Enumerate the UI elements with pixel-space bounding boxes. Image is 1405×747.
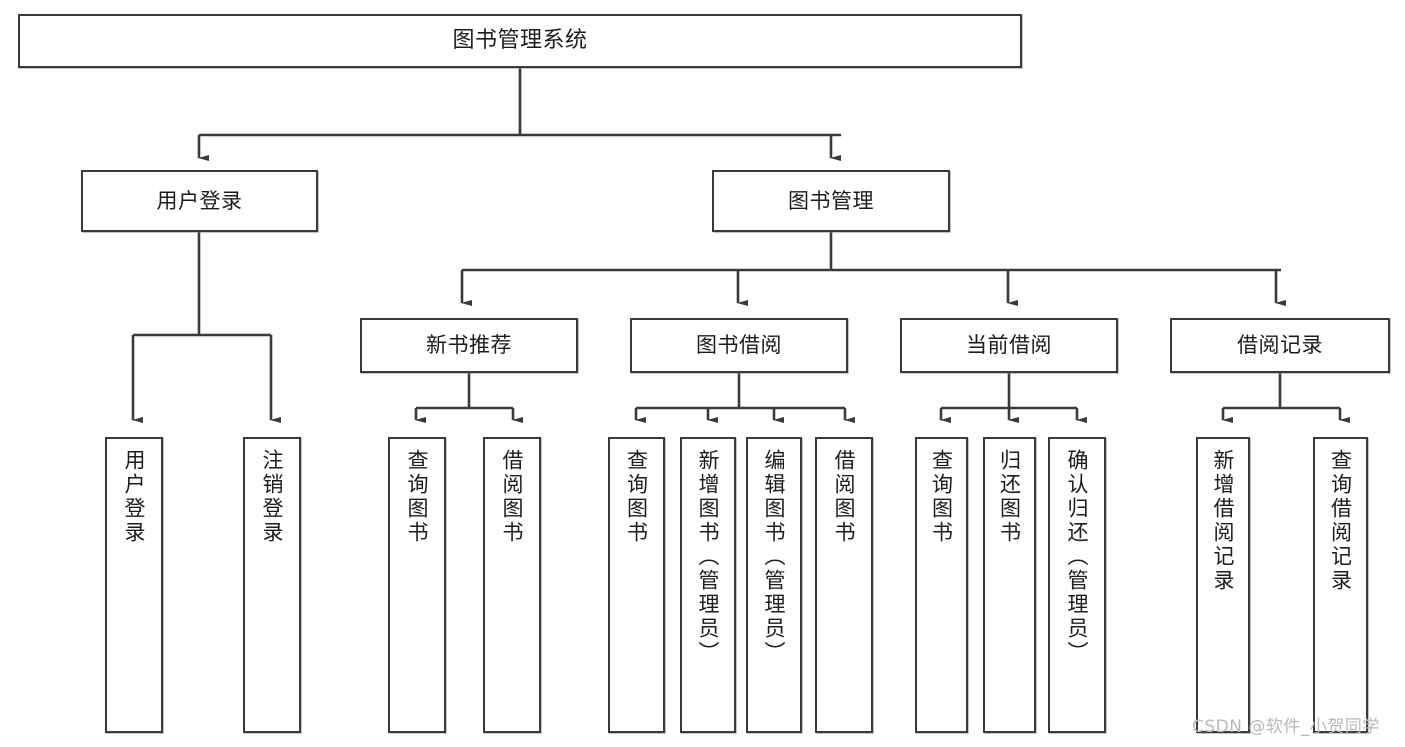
leaf-query-book-borrow[interactable]: 查询图书 xyxy=(608,437,665,733)
leaf-borrow-book-recommend[interactable]: 借阅图书 xyxy=(483,437,541,733)
leaf-user-login[interactable]: 用户登录 xyxy=(105,437,163,733)
leaf-edit-book-admin-label: 编辑图书（管理员） xyxy=(762,449,787,665)
watermark: CSDN @软件_小贺同学 xyxy=(1192,717,1380,737)
leaf-query-book-current[interactable]: 查询图书 xyxy=(915,437,968,733)
leaf-query-book-current-label: 查询图书 xyxy=(929,449,954,545)
leaf-return-book-label: 归还图书 xyxy=(997,449,1022,545)
leaf-add-book-admin[interactable]: 新增图书（管理员） xyxy=(680,437,736,733)
leaf-confirm-return-admin-label: 确认归还（管理员） xyxy=(1065,449,1090,665)
leaf-user-login-label: 用户登录 xyxy=(122,449,147,545)
node-borrow-record[interactable]: 借阅记录 xyxy=(1170,318,1390,373)
node-current-borrow-label: 当前借阅 xyxy=(966,333,1052,358)
node-book-management[interactable]: 图书管理 xyxy=(712,170,950,232)
leaf-query-book-recommend-label: 查询图书 xyxy=(405,449,430,545)
node-user-login[interactable]: 用户登录 xyxy=(81,170,318,232)
leaf-confirm-return-admin[interactable]: 确认归还（管理员） xyxy=(1048,437,1106,733)
node-root-label: 图书管理系统 xyxy=(452,28,588,54)
node-new-book-recommend[interactable]: 新书推荐 xyxy=(360,318,578,373)
node-new-book-recommend-label: 新书推荐 xyxy=(426,333,512,358)
leaf-query-book-borrow-label: 查询图书 xyxy=(624,449,649,545)
leaf-logout[interactable]: 注销登录 xyxy=(243,437,301,733)
leaf-borrow-book-label: 借阅图书 xyxy=(832,449,857,545)
leaf-borrow-book[interactable]: 借阅图书 xyxy=(815,437,873,733)
node-current-borrow[interactable]: 当前借阅 xyxy=(900,318,1118,373)
leaf-query-borrow-record[interactable]: 查询借阅记录 xyxy=(1313,437,1368,733)
leaf-add-book-admin-label: 新增图书（管理员） xyxy=(696,449,721,665)
leaf-add-borrow-record-label: 新增借阅记录 xyxy=(1211,449,1236,593)
node-borrow-record-label: 借阅记录 xyxy=(1237,333,1323,358)
node-root[interactable]: 图书管理系统 xyxy=(18,14,1022,68)
node-book-management-label: 图书管理 xyxy=(788,188,874,213)
node-user-login-label: 用户登录 xyxy=(156,188,243,213)
leaf-logout-label: 注销登录 xyxy=(260,449,285,545)
leaf-add-borrow-record[interactable]: 新增借阅记录 xyxy=(1196,437,1250,733)
node-book-borrow[interactable]: 图书借阅 xyxy=(630,318,848,373)
node-book-borrow-label: 图书借阅 xyxy=(696,333,782,358)
leaf-borrow-book-recommend-label: 借阅图书 xyxy=(500,449,525,545)
leaf-edit-book-admin[interactable]: 编辑图书（管理员） xyxy=(746,437,802,733)
leaf-query-book-recommend[interactable]: 查询图书 xyxy=(388,437,446,733)
leaf-return-book[interactable]: 归还图书 xyxy=(983,437,1036,733)
leaf-query-borrow-record-label: 查询借阅记录 xyxy=(1328,449,1353,593)
